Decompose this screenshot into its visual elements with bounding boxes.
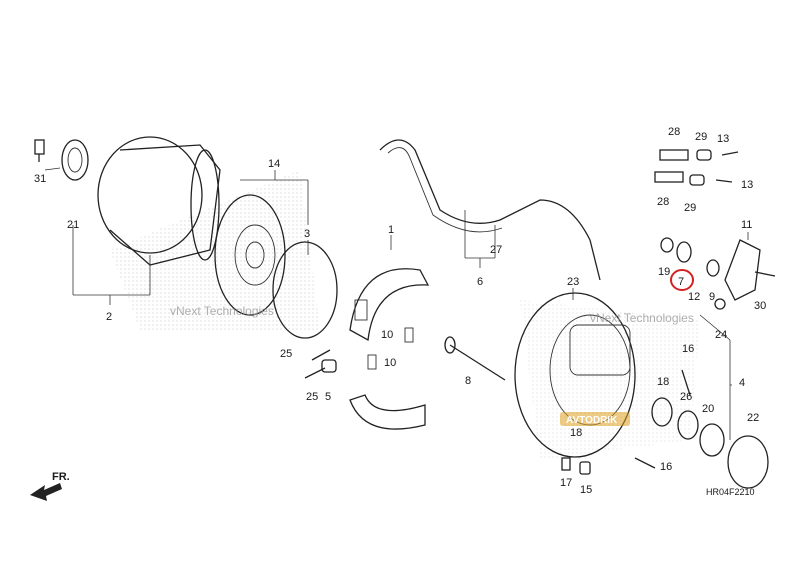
spring-28a	[659, 149, 689, 161]
pin-29b	[689, 174, 705, 186]
seal-12	[676, 241, 692, 263]
leader-lines	[44, 167, 749, 440]
label-10b: 10	[384, 357, 396, 369]
cam-shaft-8	[444, 336, 506, 381]
label-19: 19	[658, 266, 670, 278]
label-27: 27	[490, 244, 502, 256]
label-18b: 18	[570, 427, 582, 439]
label-23: 23	[567, 276, 579, 288]
label-29b: 29	[684, 202, 696, 214]
direction-label: FR.	[52, 471, 70, 483]
plate-5	[321, 359, 337, 373]
spring-10a	[404, 327, 414, 343]
label-31: 31	[34, 173, 46, 185]
drum-panel-14	[214, 194, 286, 316]
highlight-circle	[670, 269, 694, 291]
ring-26	[677, 410, 699, 440]
front-direction-arrow: FR.	[30, 471, 70, 501]
label-12: 12	[688, 291, 700, 303]
spring-10b	[367, 354, 377, 370]
brake-arm-11	[724, 239, 761, 301]
logo-text: AVTODRIK	[566, 415, 618, 426]
brake-drum-2	[97, 136, 221, 266]
label-14: 14	[268, 158, 280, 170]
label-10a: 10	[381, 329, 393, 341]
breather-hose-6	[379, 139, 601, 281]
label-16a: 16	[682, 343, 694, 355]
diagram-code: HR04F2210	[706, 487, 755, 497]
brake-panel-23	[514, 292, 636, 458]
watermark-left: vNext Technologies	[170, 304, 274, 318]
label-1: 1	[388, 224, 394, 236]
label-21: 21	[67, 219, 79, 231]
label-20: 20	[702, 403, 714, 415]
bolt-30	[754, 271, 776, 277]
label-22: 22	[747, 412, 759, 424]
pin-25a	[311, 349, 331, 361]
washer-19	[660, 237, 674, 253]
bearing-18	[651, 397, 673, 427]
label-4: 4	[739, 377, 745, 389]
label-26: 26	[680, 391, 692, 403]
stud-16a	[681, 369, 691, 396]
bolt-17	[561, 457, 571, 471]
plug-15	[579, 461, 591, 475]
label-11: 11	[741, 219, 752, 231]
clip-13a	[721, 151, 739, 156]
bolt-31	[34, 139, 45, 162]
label-3: 3	[304, 228, 310, 240]
label-24: 24	[715, 329, 727, 341]
spring-9	[706, 259, 720, 277]
label-25a: 25	[280, 348, 292, 360]
watermark-logo: AVTODRIK	[560, 412, 630, 426]
o-ring-3	[272, 241, 338, 339]
label-15: 15	[580, 484, 592, 496]
label-7: 7	[678, 276, 684, 288]
label-9: 9	[709, 291, 715, 303]
spring-28b	[654, 171, 684, 183]
o-ring-22	[727, 435, 769, 489]
label-13a: 13	[717, 133, 729, 145]
label-18a: 18	[657, 376, 669, 388]
label-16b: 16	[660, 461, 672, 473]
nut-24	[714, 298, 726, 310]
label-29a: 29	[695, 131, 707, 143]
label-25b: 25	[306, 391, 318, 403]
label-2: 2	[106, 311, 112, 323]
label-28a: 28	[668, 126, 680, 138]
label-6: 6	[477, 276, 483, 288]
clip-13b	[715, 179, 733, 183]
label-28b: 28	[657, 196, 669, 208]
label-17: 17	[560, 477, 572, 489]
seal-21	[61, 139, 89, 181]
label-5: 5	[325, 391, 331, 403]
label-8: 8	[465, 375, 471, 387]
brake-shoes-1	[349, 268, 430, 430]
pin-29a	[696, 149, 712, 161]
label-30: 30	[754, 300, 766, 312]
stud-16b	[634, 457, 656, 469]
watermark-right: vNext Technologies	[590, 311, 694, 325]
seal-20	[699, 423, 725, 457]
label-13b: 13	[741, 179, 753, 191]
